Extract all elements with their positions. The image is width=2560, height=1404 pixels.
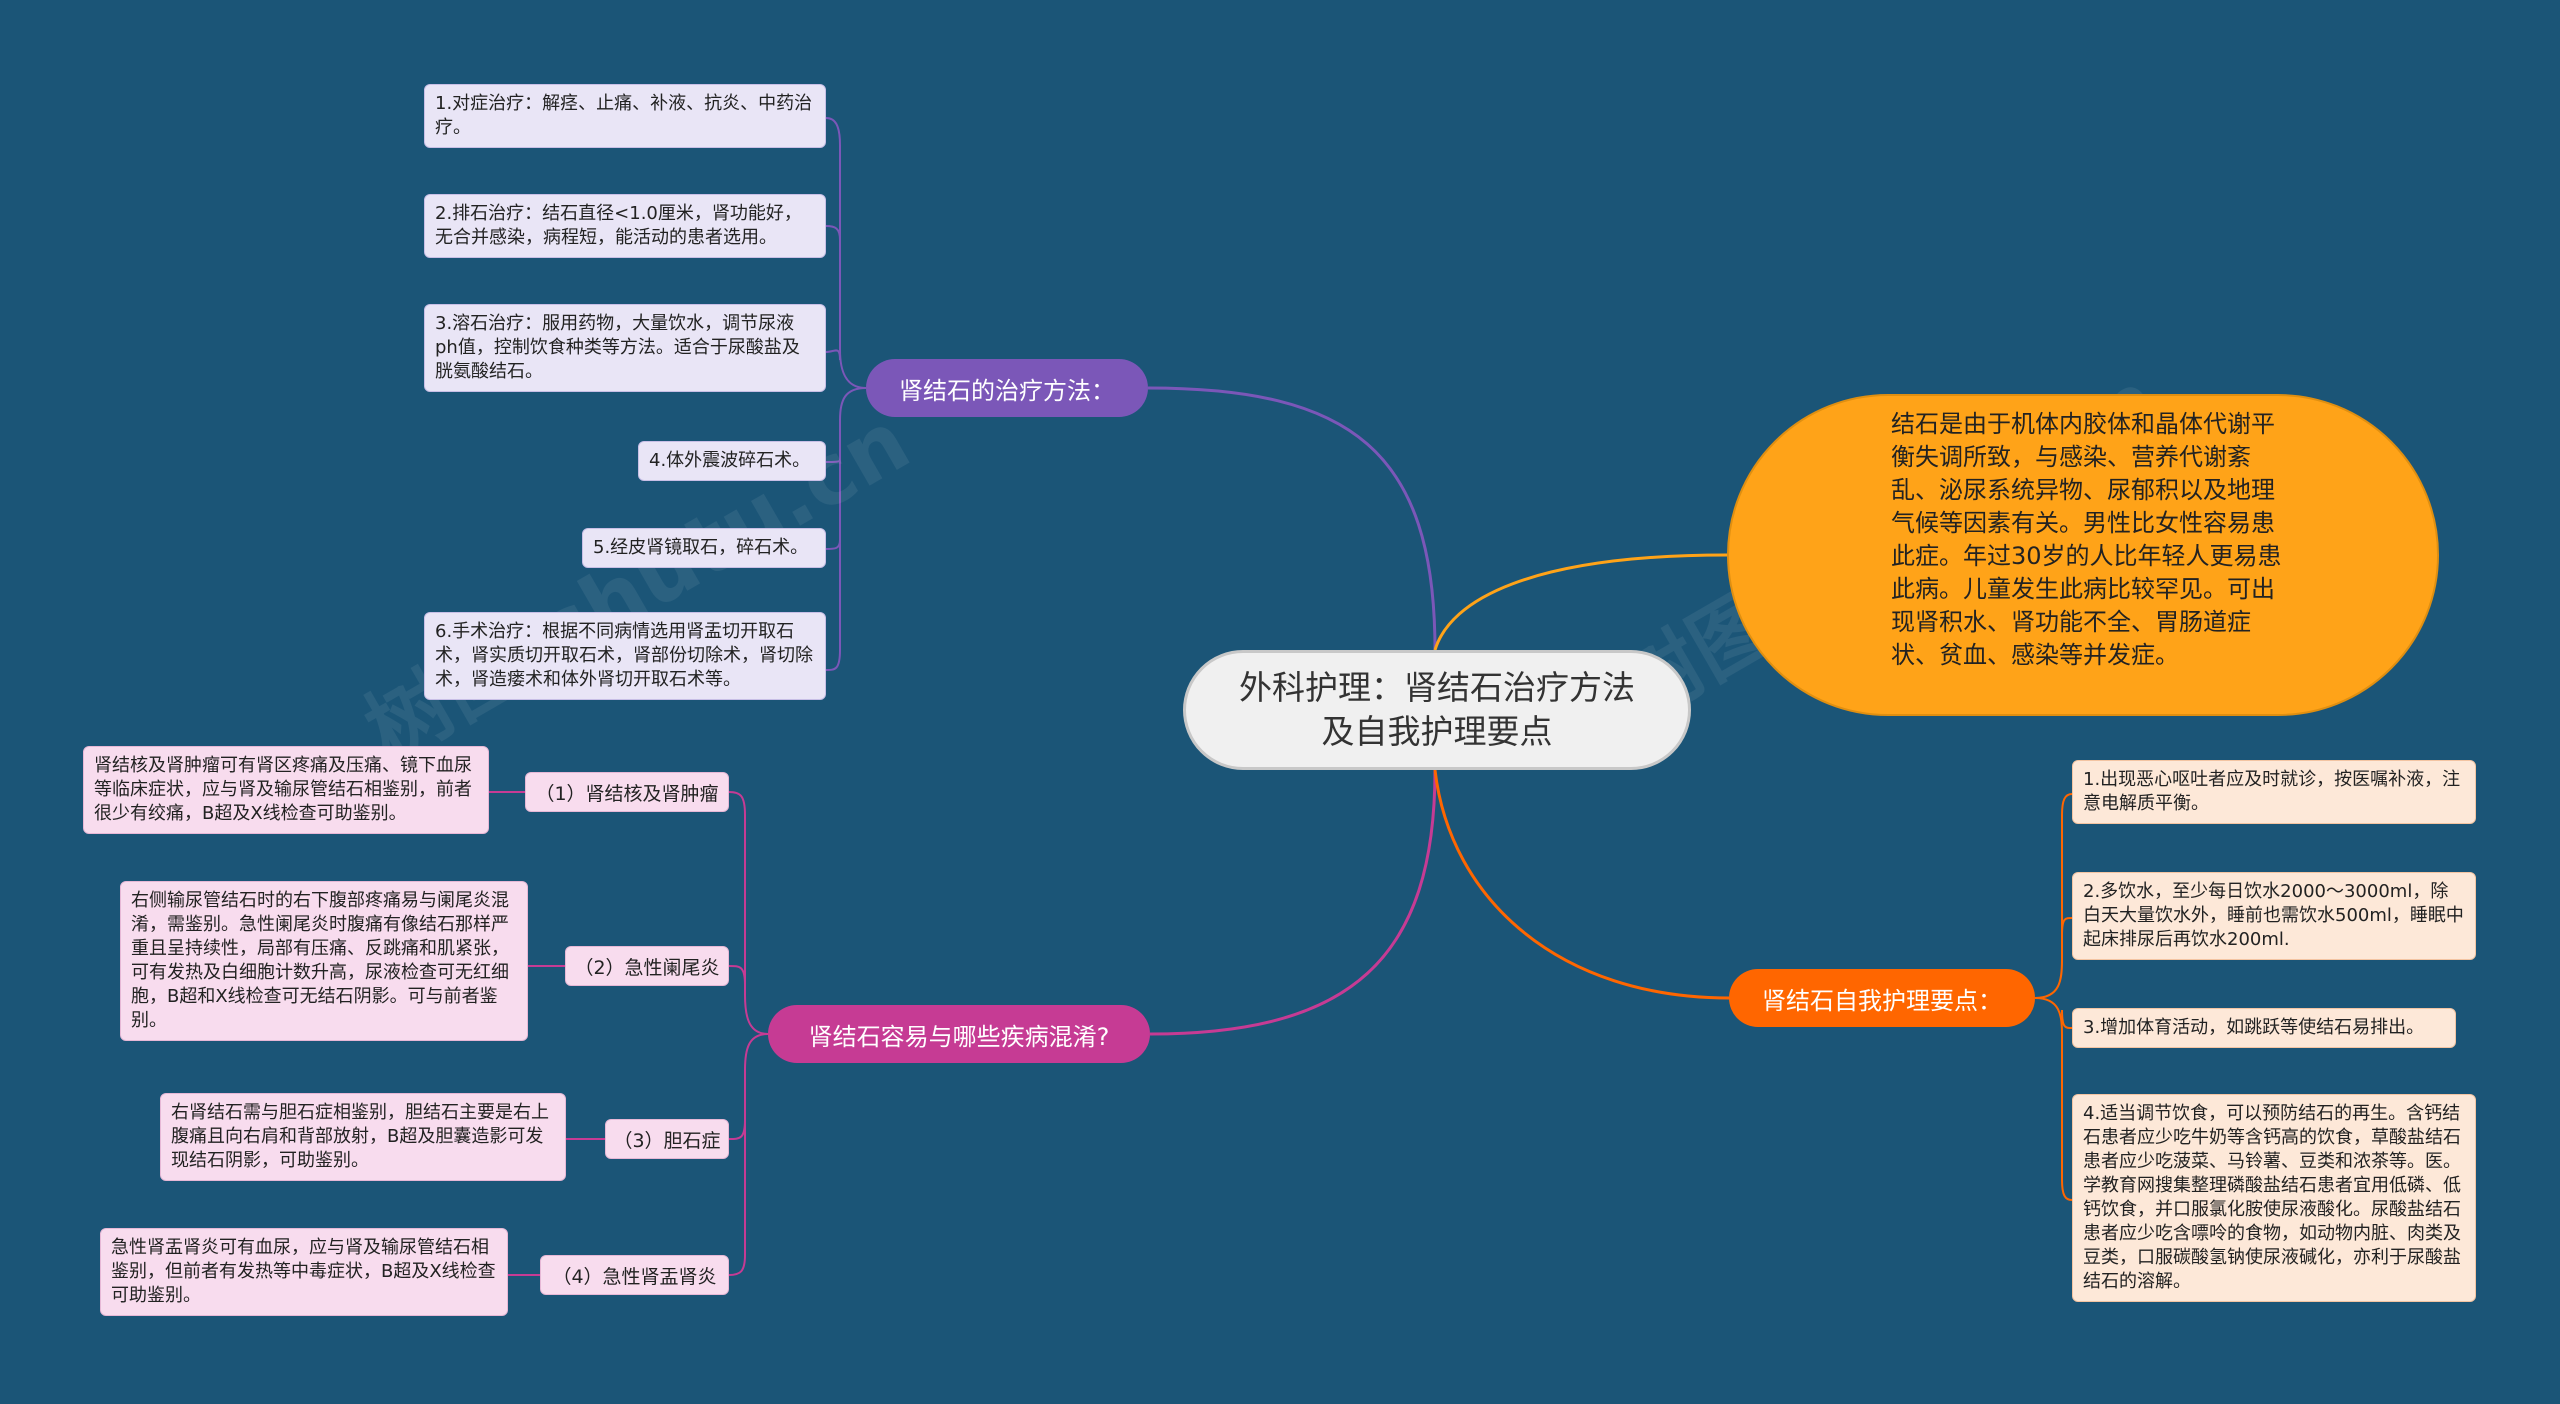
confusion-topic[interactable]: （1）肾结核及肾肿瘤 bbox=[525, 772, 729, 812]
central-topic[interactable]: 外科护理：肾结石治疗方法及自我护理要点 bbox=[1183, 650, 1691, 770]
confusion-topic[interactable]: （3）胆石症 bbox=[605, 1119, 729, 1159]
treatment-item-text: 3.溶石治疗：服用药物，大量饮水，调节尿液ph值，控制饮食种类等方法。适合于尿酸… bbox=[435, 313, 800, 382]
confusion-topic-label: （2）急性阑尾炎 bbox=[574, 956, 720, 979]
confusion-detail[interactable]: 急性肾盂肾炎可有血尿，应与肾及输尿管结石相鉴别，但前者有发热等中毒症状，B超及X… bbox=[100, 1228, 508, 1316]
confusion-detail[interactable]: 肾结核及肾肿瘤可有肾区疼痛及压痛、镜下血尿等临床症状，应与肾及输尿管结石相鉴别，… bbox=[83, 746, 489, 834]
self-care-item-text: 1.出现恶心呕吐者应及时就诊，按医嘱补液，注意电解质平衡。 bbox=[2083, 769, 2461, 814]
treatment-item[interactable]: 2.排石治疗：结石直径<1.0厘米，肾功能好，无合并感染，病程短，能活动的患者选… bbox=[424, 194, 826, 258]
treatment-item-text: 1.对症治疗：解痉、止痛、补液、抗炎、中药治疗。 bbox=[435, 93, 813, 138]
confusion-topic[interactable]: （2）急性阑尾炎 bbox=[565, 946, 729, 986]
self-care-item-text: 4.适当调节饮食，可以预防结石的再生。含钙结石患者应少吃牛奶等含钙高的饮食，草酸… bbox=[2083, 1103, 2461, 1292]
branch-confusion-label: 肾结石容易与哪些疾病混淆? bbox=[808, 1022, 1110, 1051]
self-care-item[interactable]: 4.适当调节饮食，可以预防结石的再生。含钙结石患者应少吃牛奶等含钙高的饮食，草酸… bbox=[2072, 1094, 2476, 1302]
summary-text: 结石是由于机体内胶体和晶体代谢平衡失调所致，与感染、营养代谢紊乱、泌尿系统异物、… bbox=[1891, 410, 2282, 669]
treatment-item-text: 6.手术治疗：根据不同病情选用肾盂切开取石术，肾实质切开取石术，肾部份切除术，肾… bbox=[435, 621, 813, 690]
treatment-item[interactable]: 3.溶石治疗：服用药物，大量饮水，调节尿液ph值，控制饮食种类等方法。适合于尿酸… bbox=[424, 304, 826, 392]
summary-topic[interactable]: 结石是由于机体内胶体和晶体代谢平衡失调所致，与感染、营养代谢紊乱、泌尿系统异物、… bbox=[1727, 394, 2439, 716]
self-care-item[interactable]: 1.出现恶心呕吐者应及时就诊，按医嘱补液，注意电解质平衡。 bbox=[2072, 760, 2476, 824]
confusion-topic[interactable]: （4）急性肾盂肾炎 bbox=[540, 1255, 729, 1295]
self-care-item-text: 3.增加体育活动，如跳跃等使结石易排出。 bbox=[2083, 1017, 2425, 1038]
confusion-detail-text: 右侧输尿管结石时的右下腹部疼痛易与阑尾炎混淆，需鉴别。急性阑尾炎时腹痛有像结石那… bbox=[131, 890, 509, 1031]
confusion-topic-label: （4）急性肾盂肾炎 bbox=[552, 1265, 717, 1288]
treatment-item[interactable]: 1.对症治疗：解痉、止痛、补液、抗炎、中药治疗。 bbox=[424, 84, 826, 148]
self-care-item-text: 2.多饮水，至少每日饮水2000～3000ml，除白天大量饮水外，睡前也需饮水5… bbox=[2083, 881, 2464, 950]
confusion-detail-text: 右肾结石需与胆石症相鉴别，胆结石主要是右上腹痛且向右肩和背部放射，B超及胆囊造影… bbox=[171, 1102, 549, 1171]
link-root-confusion bbox=[1149, 769, 1437, 1036]
confusion-detail[interactable]: 右肾结石需与胆石症相鉴别，胆结石主要是右上腹痛且向右肩和背部放射，B超及胆囊造影… bbox=[160, 1093, 566, 1181]
confusion-detail-text: 急性肾盂肾炎可有血尿，应与肾及输尿管结石相鉴别，但前者有发热等中毒症状，B超及X… bbox=[111, 1237, 496, 1306]
branch-confusion[interactable]: 肾结石容易与哪些疾病混淆? bbox=[768, 1005, 1150, 1063]
link-root-selfcare bbox=[1433, 769, 1730, 1000]
confusion-topic-label: （3）胆石症 bbox=[613, 1129, 721, 1152]
treatment-item-text: 2.排石治疗：结石直径<1.0厘米，肾功能好，无合并感染，病程短，能活动的患者选… bbox=[435, 203, 802, 248]
treatment-item[interactable]: 4.体外震波碎石术。 bbox=[638, 441, 826, 481]
treatment-item-text: 4.体外震波碎石术。 bbox=[649, 450, 811, 471]
treatment-item-text: 5.经皮肾镜取石，碎石术。 bbox=[593, 537, 809, 558]
treatment-item[interactable]: 5.经皮肾镜取石，碎石术。 bbox=[582, 528, 826, 568]
central-topic-label: 外科护理：肾结石治疗方法及自我护理要点 bbox=[1239, 668, 1635, 751]
link-root-treatment bbox=[1147, 386, 1437, 651]
confusion-detail-text: 肾结核及肾肿瘤可有肾区疼痛及压痛、镜下血尿等临床症状，应与肾及输尿管结石相鉴别，… bbox=[94, 755, 472, 824]
confusion-detail[interactable]: 右侧输尿管结石时的右下腹部疼痛易与阑尾炎混淆，需鉴别。急性阑尾炎时腹痛有像结石那… bbox=[120, 881, 528, 1041]
branch-self-care-label: 肾结石自我护理要点： bbox=[1762, 986, 2002, 1015]
confusion-topic-label: （1）肾结核及肾肿瘤 bbox=[535, 782, 719, 805]
self-care-item[interactable]: 2.多饮水，至少每日饮水2000～3000ml，除白天大量饮水外，睡前也需饮水5… bbox=[2072, 872, 2476, 960]
branch-self-care[interactable]: 肾结石自我护理要点： bbox=[1729, 969, 2035, 1027]
link-root-summary bbox=[1433, 553, 1728, 651]
branch-treatment-label: 肾结石的治疗方法： bbox=[899, 376, 1115, 405]
branch-treatment[interactable]: 肾结石的治疗方法： bbox=[866, 359, 1148, 417]
self-care-item[interactable]: 3.增加体育活动，如跳跃等使结石易排出。 bbox=[2072, 1008, 2456, 1048]
treatment-item[interactable]: 6.手术治疗：根据不同病情选用肾盂切开取石术，肾实质切开取石术，肾部份切除术，肾… bbox=[424, 612, 826, 700]
